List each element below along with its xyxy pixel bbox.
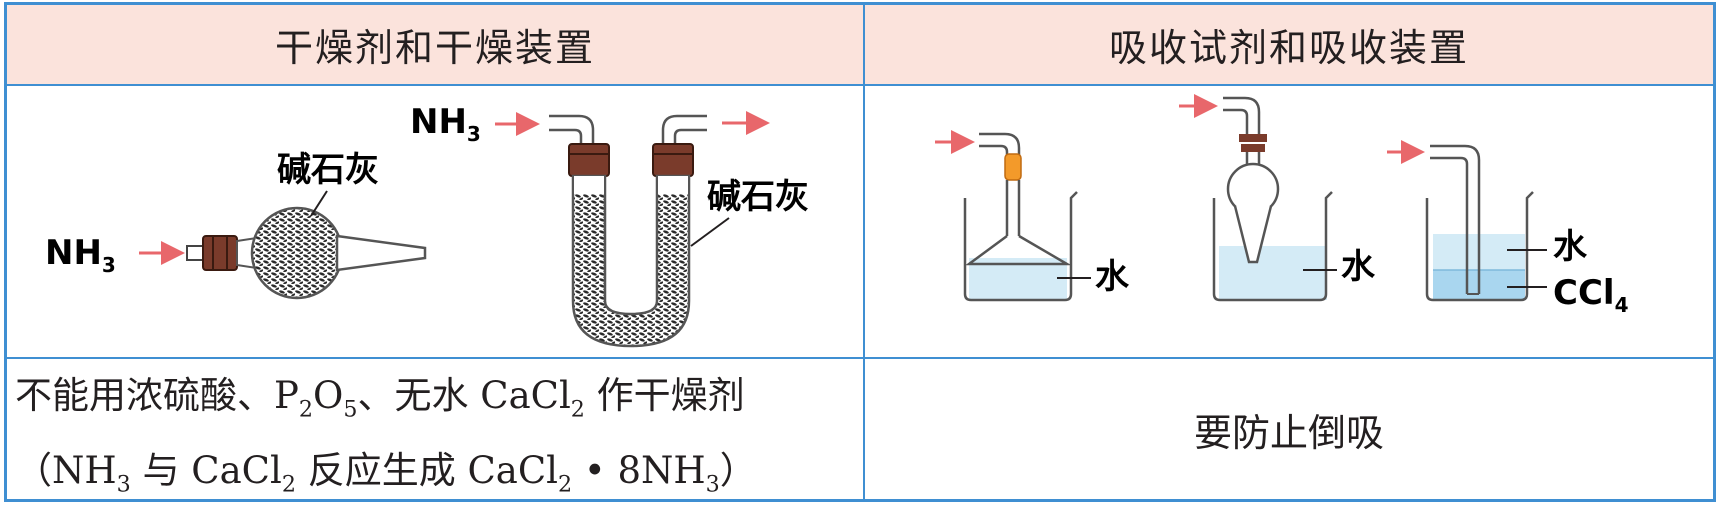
u-tube-apparatus: NH3 碱石灰	[410, 102, 809, 348]
beaker-bulb: 水	[1179, 94, 1376, 302]
header-absorption: 吸收试剂和吸收装置	[865, 5, 1713, 84]
drying-note-line1: 不能用浓硫酸、P2O5、无水 CaCl2 作干燥剂	[15, 374, 745, 423]
beaker2-liquid-label: 水	[1341, 247, 1376, 287]
header-divider	[7, 84, 1713, 86]
beaker1-liquid-label: 水	[1095, 257, 1130, 297]
utube-gas-label: NH3	[410, 102, 481, 146]
beaker3-upper-label: 水	[1553, 227, 1588, 267]
beaker-ccl4: 水 CCl4	[1387, 140, 1628, 317]
column-divider	[863, 5, 865, 499]
row-divider	[7, 357, 1713, 359]
bulb-stopper	[202, 235, 238, 271]
rubber-joint-icon	[1004, 153, 1022, 181]
beaker3-lower-label: CCl4	[1553, 273, 1628, 317]
bulb-gas-label: NH3	[45, 233, 116, 277]
absorption-note: 要防止倒吸	[1193, 410, 1384, 455]
header-drying: 干燥剂和干燥装置	[7, 5, 863, 84]
u-tube-body	[571, 174, 691, 348]
comparison-table: 干燥剂和干燥装置 吸收试剂和吸收装置 NH3 碱石灰	[4, 2, 1716, 502]
beaker-funnel: 水	[935, 130, 1130, 302]
bulb-drying-tube	[250, 206, 344, 300]
drying-bulb-apparatus: NH3 碱石灰	[45, 150, 427, 300]
bulb-reagent-label: 碱石灰	[277, 150, 379, 190]
drying-note-line2: （NH3 与 CaCl2 反应生成 CaCl2 • 8NH3）	[15, 449, 757, 498]
drying-note: 不能用浓硫酸、P2O5、无水 CaCl2 作干燥剂 （NH3 与 CaCl2 反…	[15, 365, 855, 516]
apparatus-diagrams: NH3 碱石灰 NH3	[45, 94, 1628, 348]
utube-reagent-label: 碱石灰	[707, 177, 809, 217]
